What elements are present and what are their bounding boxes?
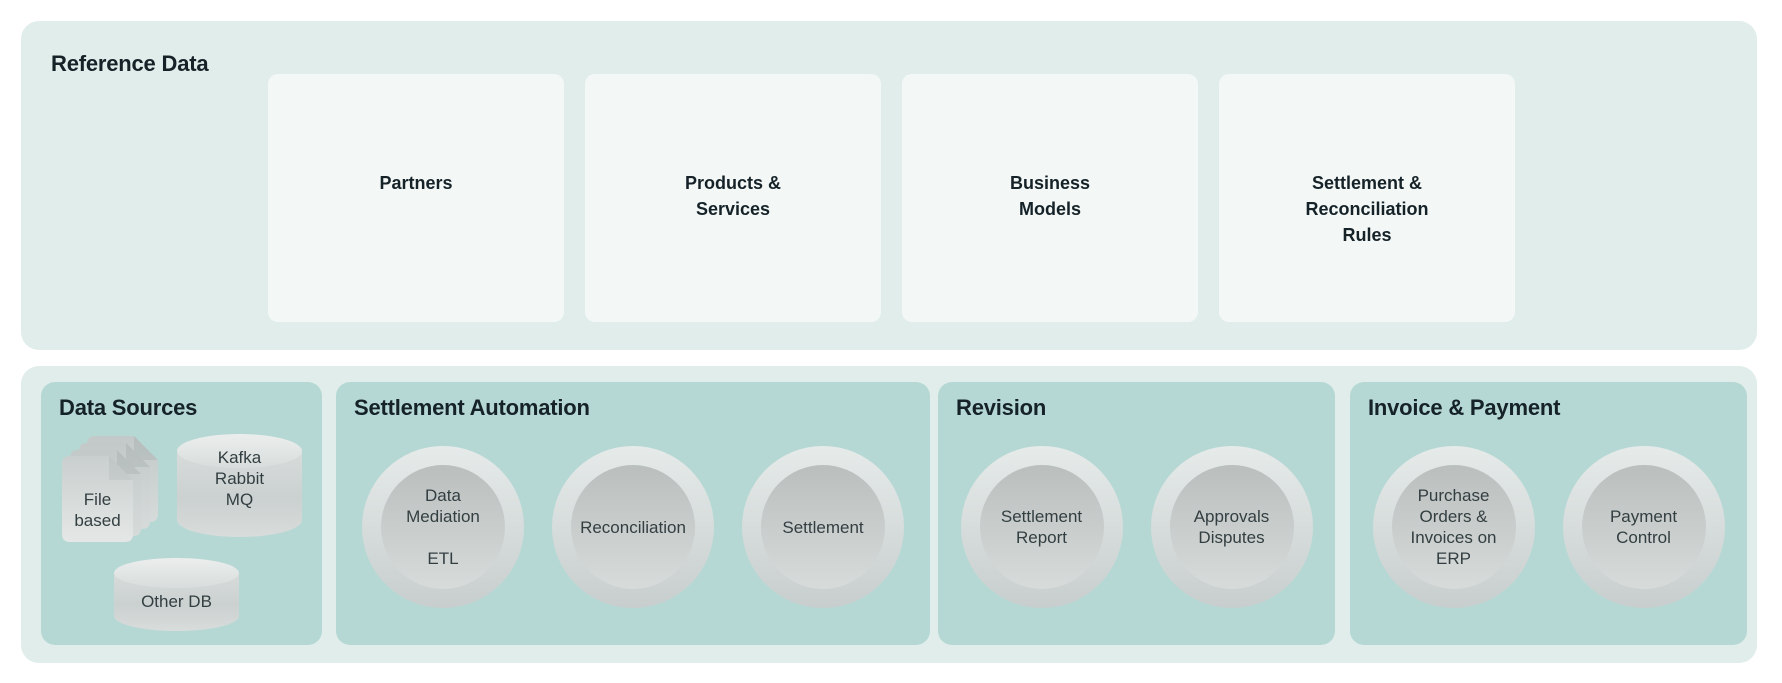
process-circle-data-mediation-etl: Data Mediation ETL — [362, 446, 524, 608]
panel-data-sources: Data Sources File b — [41, 382, 322, 645]
card-label: Products & Services — [684, 173, 781, 219]
process-circle-label: Settlement Report — [979, 465, 1104, 589]
process-circle-settlement: Settlement — [742, 446, 904, 608]
process-circle-approvals-disputes: Approvals Disputes — [1150, 446, 1313, 608]
data-source-label-other-db: Other DB — [141, 592, 212, 611]
database-icon — [177, 434, 302, 537]
card-settlement-reconciliation-rules: Settlement & Reconciliation Rules — [1219, 74, 1515, 322]
reference-cards-row: Partners Products & Services Business Mo… — [268, 74, 1515, 322]
process-circle-label: Purchase Orders & Invoices on ERP — [1391, 465, 1516, 589]
circle-row: Settlement Report Approvals Disputes — [938, 446, 1335, 608]
card-label: Partners — [379, 173, 453, 193]
panel-settlement-automation: Settlement Automation Data Mediation ETL… — [336, 382, 930, 645]
process-circle-payment-control: Payment Control — [1562, 446, 1725, 608]
panel-title-data-sources: Data Sources — [59, 395, 198, 420]
process-circle-label: Settlement — [761, 465, 885, 589]
card-products-services: Products & Services — [585, 74, 881, 322]
process-circle-label: Payment Control — [1581, 465, 1706, 589]
process-circle-reconciliation: Reconciliation — [552, 446, 714, 608]
database-icon — [114, 558, 239, 631]
panel-title-invoice-payment: Invoice & Payment — [1368, 395, 1561, 420]
card-label: Business Models — [1009, 173, 1091, 219]
reference-data-section: Reference Data Partners Products & Servi… — [21, 21, 1757, 350]
data-source-label-kafka-rabbit-mq: Kafka Rabbit MQ — [214, 448, 265, 509]
panel-title-settlement-automation: Settlement Automation — [354, 395, 590, 420]
process-circle-label: Approvals Disputes — [1169, 465, 1294, 589]
circle-row: Data Mediation ETL Reconciliation Settle… — [336, 446, 930, 608]
card-label: Settlement & Reconciliation Rules — [1305, 173, 1429, 245]
card-business-models: Business Models — [902, 74, 1198, 322]
data-source-label-file-based: File based — [74, 490, 121, 530]
process-circle-settlement-report: Settlement Report — [960, 446, 1123, 608]
circle-row: Purchase Orders & Invoices on ERP Paymen… — [1350, 446, 1747, 608]
process-section: Data Sources File b — [21, 366, 1757, 663]
process-circle-label: Reconciliation — [571, 465, 695, 589]
reference-data-title: Reference Data — [51, 51, 209, 76]
panel-title-revision: Revision — [956, 395, 1047, 420]
panel-revision: Revision Settlement Report Approvals Dis… — [938, 382, 1335, 645]
process-circle-purchase-orders-invoices-erp: Purchase Orders & Invoices on ERP — [1372, 446, 1535, 608]
panel-invoice-payment: Invoice & Payment Purchase Orders & Invo… — [1350, 382, 1747, 645]
card-partners: Partners — [268, 74, 564, 322]
process-circle-label: Data Mediation ETL — [381, 465, 505, 589]
file-stack-icon — [62, 436, 158, 542]
